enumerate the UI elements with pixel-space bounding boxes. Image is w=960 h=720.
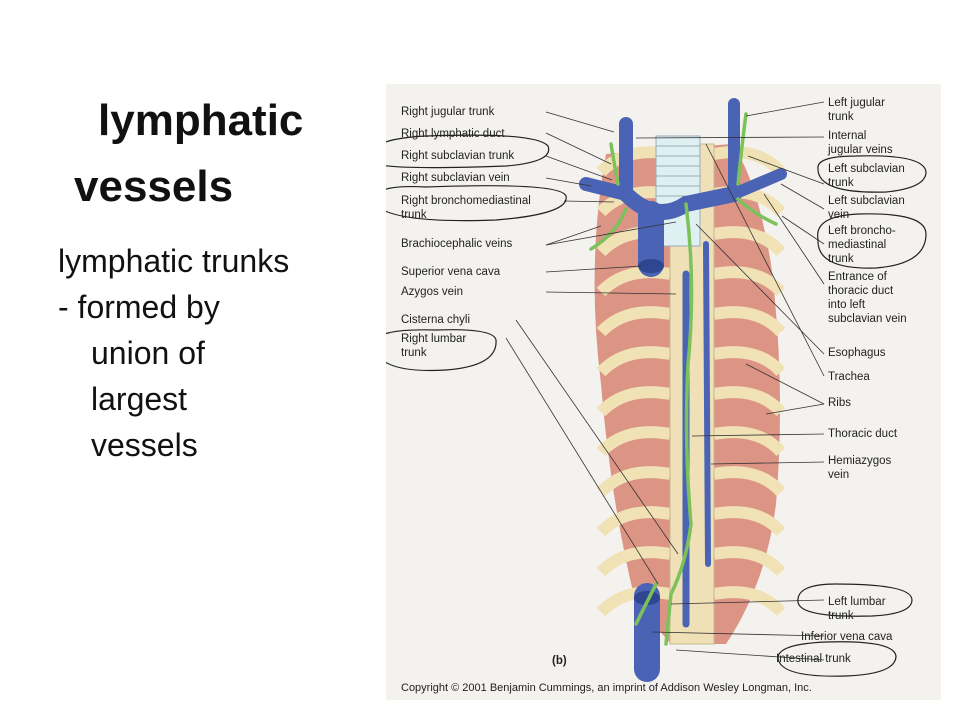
label-mediastinal: mediastinal — [828, 239, 886, 251]
body-line-1: lymphatic trunks — [58, 243, 290, 279]
rib — [596, 506, 672, 537]
body-line-4: largest — [91, 381, 188, 418]
leader-lines — [505, 101, 825, 661]
annotation-ovals — [386, 134, 927, 677]
label-thoracic-duct: Thoracic duct — [828, 428, 898, 440]
label-left-broncho-trunk: trunk — [828, 253, 854, 265]
label-cisterna-chyli: Cisterna chyli — [401, 314, 470, 326]
panel-label: (b) — [552, 655, 567, 667]
rib — [596, 306, 672, 337]
rib — [712, 226, 786, 257]
label-internal: Internal — [828, 130, 866, 142]
label-left-lumbar-trunk: trunk — [828, 610, 854, 622]
rib — [596, 426, 672, 457]
label-left-lumbar: Left lumbar — [828, 596, 886, 608]
label-intestinal-trunk: Intestinal trunk — [776, 653, 851, 665]
rib — [712, 266, 786, 297]
ivc-opening — [634, 591, 660, 605]
label-right-subclavian-vein: Right subclavian vein — [401, 172, 510, 184]
body-line-3: union of — [91, 335, 205, 372]
rib — [712, 346, 786, 377]
label-right-lymphatic-duct: Right lymphatic duct — [401, 128, 505, 140]
label-hemiazygos: Hemiazygos — [828, 455, 892, 467]
rib — [596, 586, 672, 617]
rib — [712, 386, 786, 417]
rib — [596, 346, 672, 377]
body-line-5: vessels — [91, 427, 198, 464]
label-left-jugular-trunk: trunk — [828, 111, 854, 123]
label-brachiocephalic-veins: Brachiocephalic veins — [401, 238, 512, 250]
title-line-1: lymphatic — [98, 96, 304, 145]
label-entrance-of: Entrance of — [828, 271, 888, 283]
label-right-lumbar-trunk: trunk — [401, 347, 427, 359]
label-right-lumbar: Right lumbar — [401, 333, 466, 345]
label-right-subclavian-trunk: Right subclavian trunk — [401, 150, 514, 162]
label-superior-vena-cava: Superior vena cava — [401, 266, 501, 278]
label-ribs: Ribs — [828, 397, 851, 409]
label-esophagus: Esophagus — [828, 347, 886, 359]
lymphatic-anatomy-figure: Right jugular trunk Right lymphatic duct… — [386, 84, 941, 700]
label-hemiazygos-vein: vein — [828, 469, 849, 481]
rib — [712, 546, 786, 577]
svc-opening — [638, 259, 664, 273]
slide-body: lymphatic trunks - formed by union of la… — [58, 238, 358, 468]
label-left-broncho: Left broncho- — [828, 225, 896, 237]
label-right-bronchomediastinal-trunk: trunk — [401, 209, 427, 221]
rib — [596, 386, 672, 417]
rib — [712, 586, 786, 617]
lymph-vessels — [589, 112, 778, 646]
rib — [712, 426, 786, 457]
body-line-2: - formed by — [58, 289, 220, 326]
label-azygos-vein: Azygos vein — [401, 286, 463, 298]
rib — [596, 466, 672, 497]
label-right-jugular-trunk: Right jugular trunk — [401, 106, 495, 118]
anatomy-illustration: Right jugular trunk Right lymphatic duct… — [386, 97, 927, 694]
label-inferior-vena-cava: Inferior vena cava — [801, 631, 893, 643]
slide-title: lymphatic vessels — [40, 88, 360, 220]
rib — [712, 466, 786, 497]
label-subclavian-vein: subclavian vein — [828, 313, 907, 325]
label-left-jugular: Left jugular — [828, 97, 885, 109]
rib — [596, 546, 672, 577]
label-thoracic-duct-entry: thoracic duct — [828, 285, 894, 297]
rib — [712, 146, 786, 177]
label-left-subclavian-vein-1: Left subclavian — [828, 195, 905, 207]
rib — [712, 506, 786, 537]
title-line-2: vessels — [74, 162, 234, 211]
label-left-subclavian-trunk-1: Left subclavian — [828, 163, 905, 175]
label-left-subclavian-trunk-2: trunk — [828, 177, 854, 189]
label-right-bronchomediastinal: Right bronchomediastinal — [401, 195, 531, 207]
label-into-left: into left — [828, 299, 866, 311]
rib — [596, 266, 672, 297]
label-jugular-veins: jugular veins — [827, 144, 893, 156]
rib — [712, 306, 786, 337]
copyright-text: Copyright © 2001 Benjamin Cummings, an i… — [401, 682, 812, 694]
ribs-group — [596, 146, 786, 617]
label-trachea: Trachea — [828, 371, 870, 383]
label-left-subclavian-vein-2: vein — [828, 209, 849, 221]
